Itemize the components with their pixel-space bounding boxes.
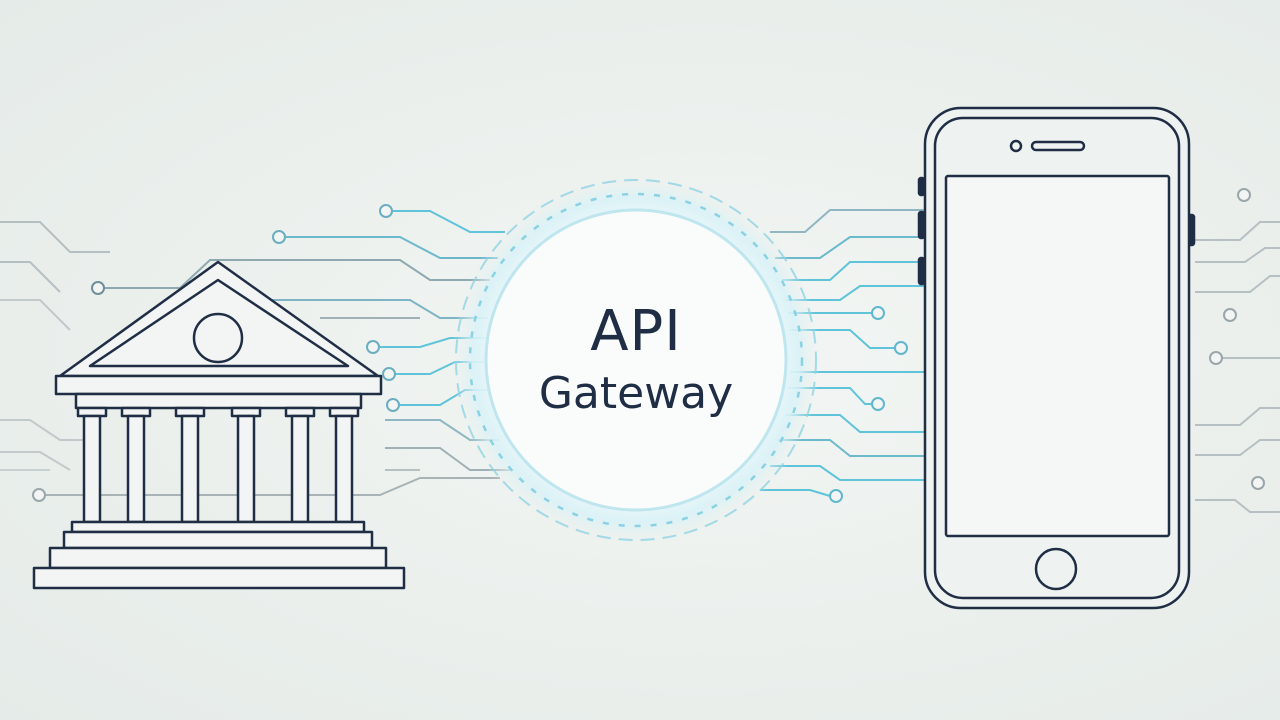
bank-column bbox=[334, 414, 354, 524]
phone-camera-icon bbox=[1009, 139, 1023, 153]
circuit-node-icon bbox=[829, 489, 843, 503]
hub-inner-circle bbox=[484, 208, 788, 512]
circuit-trace bbox=[1195, 221, 1280, 241]
bank-step bbox=[70, 520, 366, 534]
circuit-node-icon bbox=[871, 306, 885, 320]
circuit-trace bbox=[392, 210, 505, 233]
phone-volume-down-button bbox=[917, 256, 926, 286]
center-right-circuit-nodes bbox=[829, 306, 908, 503]
circuit-trace bbox=[285, 236, 498, 259]
circuit-node-icon bbox=[1237, 188, 1251, 202]
circuit-trace bbox=[0, 419, 90, 441]
phone-side-button bbox=[917, 176, 926, 197]
circuit-trace bbox=[770, 209, 925, 233]
bank-column bbox=[236, 414, 256, 524]
far-right-circuit-traces bbox=[1195, 221, 1280, 513]
circuit-trace bbox=[782, 261, 925, 281]
circuit-trace bbox=[0, 451, 71, 471]
circuit-trace bbox=[104, 259, 490, 289]
circuit-node-icon bbox=[1251, 476, 1265, 490]
bank-step bbox=[32, 566, 406, 590]
circuit-trace bbox=[1195, 407, 1280, 426]
left-circuit-nodes bbox=[32, 204, 400, 502]
circuit-trace bbox=[0, 221, 110, 253]
circuit-trace bbox=[1195, 439, 1280, 456]
circuit-node-icon bbox=[32, 488, 46, 502]
circuit-trace bbox=[790, 329, 895, 349]
bank-roof-inner bbox=[88, 278, 350, 368]
circuit-trace bbox=[775, 236, 925, 259]
far-right-circuit-nodes bbox=[1209, 188, 1265, 490]
phone-bezel bbox=[933, 116, 1181, 600]
circuit-trace bbox=[770, 465, 925, 481]
circuit-trace bbox=[760, 489, 831, 497]
circuit-node-icon bbox=[871, 397, 885, 411]
phone-screen bbox=[944, 174, 1171, 538]
gateway-title: API bbox=[590, 299, 682, 364]
hub-middle-dashed-ring bbox=[468, 192, 804, 528]
circuit-node-icon bbox=[1209, 351, 1223, 365]
bank-column bbox=[180, 414, 200, 524]
bank-entablature bbox=[54, 374, 383, 396]
phone-volume-up-button bbox=[917, 210, 926, 240]
bank-roof-emblem bbox=[192, 312, 244, 364]
circuit-trace bbox=[1195, 275, 1280, 293]
circuit-trace bbox=[1195, 499, 1280, 513]
circuit-node-icon bbox=[366, 340, 380, 354]
circuit-trace bbox=[45, 477, 500, 496]
bank-column bbox=[290, 414, 310, 524]
center-right-circuit-traces bbox=[760, 209, 925, 497]
circuit-trace bbox=[788, 387, 872, 405]
circuit-node-icon bbox=[894, 341, 908, 355]
hub-outer-dashed-ring bbox=[455, 179, 817, 541]
gateway-subtitle: Gateway bbox=[538, 368, 734, 419]
phone-home-button bbox=[1034, 547, 1078, 591]
circuit-node-icon bbox=[91, 281, 105, 295]
circuit-trace bbox=[778, 439, 925, 457]
smartphone-icon bbox=[917, 106, 1196, 610]
api-gateway-hub bbox=[451, 175, 821, 545]
phone-speaker-icon bbox=[1030, 140, 1086, 152]
bank-step bbox=[48, 546, 388, 570]
circuit-trace bbox=[785, 285, 925, 301]
circuit-trace bbox=[0, 261, 61, 293]
circuit-node-icon bbox=[272, 230, 286, 244]
bank-column bbox=[82, 414, 102, 524]
circuit-node-icon bbox=[1223, 308, 1237, 322]
bank-column bbox=[126, 414, 146, 524]
bank-building-icon bbox=[32, 260, 406, 590]
bank-architrave bbox=[74, 392, 363, 410]
circuit-node-icon bbox=[386, 398, 400, 412]
circuit-node-icon bbox=[382, 367, 396, 381]
circuit-node-icon bbox=[379, 204, 393, 218]
bank-step bbox=[62, 530, 374, 550]
circuit-trace bbox=[1195, 247, 1280, 263]
circuit-trace bbox=[0, 299, 71, 331]
bank-columns bbox=[76, 406, 360, 524]
